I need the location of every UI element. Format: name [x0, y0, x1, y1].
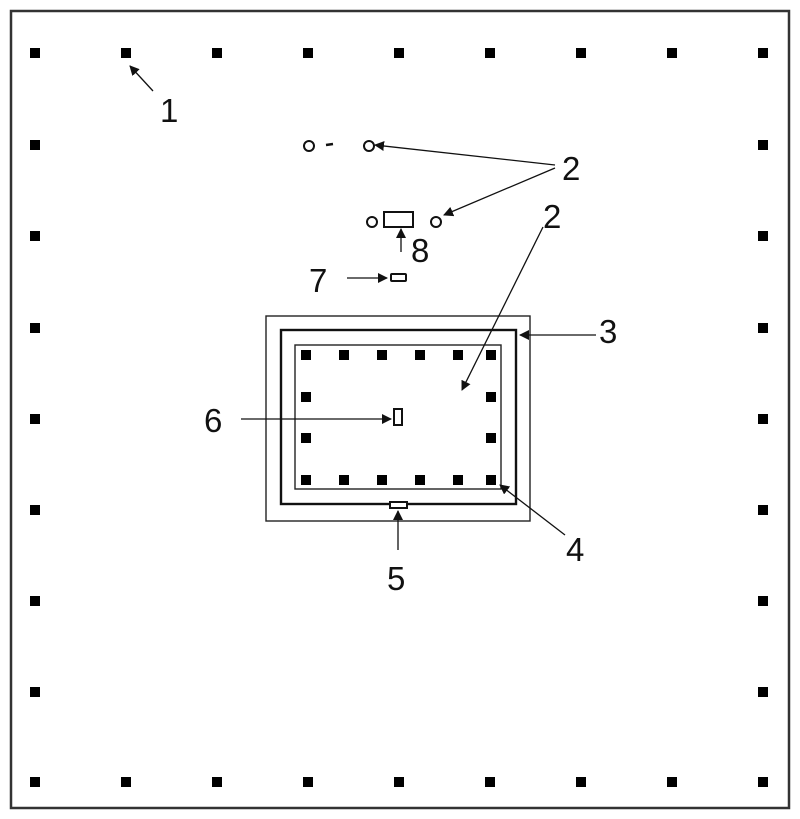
perimeter-post: [303, 48, 313, 58]
perimeter-post-grid: [30, 48, 768, 787]
inner-post: [339, 475, 349, 485]
perimeter-post: [121, 777, 131, 787]
ring-marker: [363, 140, 375, 152]
ring-marker: [366, 216, 378, 228]
label-1: 1: [160, 92, 178, 129]
perimeter-post: [394, 777, 404, 787]
gate-unit-5: [389, 501, 408, 509]
rectangular-unit-8: [383, 211, 414, 228]
leader-arrow-2b: [461, 226, 544, 391]
inner-post: [301, 392, 311, 402]
inner-post: [486, 392, 496, 402]
inner-post: [486, 433, 496, 443]
center-unit-6: [393, 408, 403, 426]
inner-post: [415, 350, 425, 360]
perimeter-post: [30, 505, 40, 515]
perimeter-post: [758, 596, 768, 606]
inner-post: [339, 350, 349, 360]
perimeter-post: [30, 414, 40, 424]
perimeter-post: [30, 777, 40, 787]
small-unit-7: [390, 273, 407, 282]
perimeter-post: [30, 48, 40, 58]
inner-post-grid: [301, 350, 496, 485]
inner-post: [301, 350, 311, 360]
perimeter-post: [667, 48, 677, 58]
perimeter-post: [30, 596, 40, 606]
inner-post: [486, 475, 496, 485]
label-7: 7: [309, 262, 327, 299]
perimeter-post: [212, 48, 222, 58]
perimeter-post: [121, 48, 131, 58]
inner-post: [377, 475, 387, 485]
inner-post: [377, 350, 387, 360]
label-5: 5: [387, 560, 405, 597]
perimeter-post: [758, 687, 768, 697]
perimeter-post: [758, 231, 768, 241]
inner-post: [301, 433, 311, 443]
label-2-lower: 2: [543, 198, 561, 235]
perimeter-post: [758, 414, 768, 424]
perimeter-post: [30, 140, 40, 150]
perimeter-post: [30, 231, 40, 241]
label-2-upper: 2: [562, 150, 580, 187]
ring-marker: [303, 140, 315, 152]
perimeter-post: [576, 48, 586, 58]
inner-enclosure: [294, 344, 502, 490]
perimeter-post: [758, 48, 768, 58]
label-3: 3: [599, 313, 617, 350]
perimeter-post: [758, 140, 768, 150]
perimeter-post: [303, 777, 313, 787]
perimeter-post: [30, 323, 40, 333]
leader-arrow-2a-upper: [374, 141, 556, 166]
ring-marker: [430, 216, 442, 228]
perimeter-post: [667, 777, 677, 787]
perimeter-post: [394, 48, 404, 58]
perimeter-post: [758, 323, 768, 333]
perimeter-post: [758, 777, 768, 787]
label-4: 4: [566, 531, 584, 568]
perimeter-post: [30, 687, 40, 697]
perimeter-post: [212, 777, 222, 787]
label-8: 8: [411, 232, 429, 269]
perimeter-post: [576, 777, 586, 787]
leader-arrow-1: [129, 65, 154, 92]
leader-arrow-4: [499, 484, 566, 536]
perimeter-post: [485, 48, 495, 58]
inner-post: [453, 475, 463, 485]
inner-post: [415, 475, 425, 485]
label-6: 6: [204, 402, 222, 439]
inner-post: [453, 350, 463, 360]
leader-arrow-2a-lower: [443, 167, 556, 217]
dash-mark: [325, 142, 334, 147]
perimeter-post: [758, 505, 768, 515]
outer-frame: [9, 9, 791, 810]
inner-post: [486, 350, 496, 360]
inner-post: [301, 475, 311, 485]
perimeter-post: [485, 777, 495, 787]
